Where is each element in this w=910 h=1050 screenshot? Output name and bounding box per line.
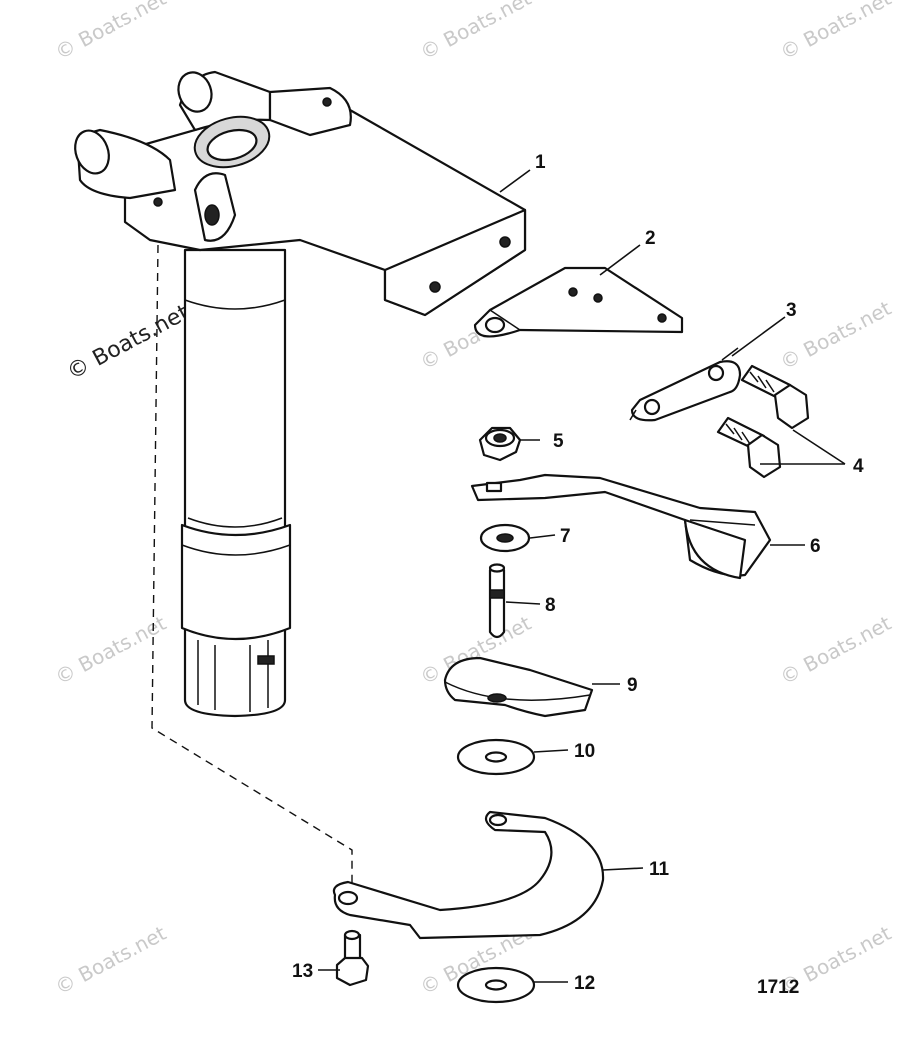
callout-9: 9 <box>627 675 638 696</box>
part-10-washer <box>456 738 536 776</box>
callout-6: 6 <box>810 536 821 557</box>
leader-lines <box>318 169 846 983</box>
callout-11: 11 <box>649 859 670 880</box>
alignment-dashed-line <box>151 244 353 895</box>
figure-number: 1712 <box>757 977 799 998</box>
part-4-bolts <box>716 364 810 479</box>
part-9-plate <box>443 656 594 718</box>
watermark: © Boats.net <box>416 0 535 64</box>
part-1-swivel-bracket <box>74 70 527 718</box>
part-12-washer <box>456 966 536 1004</box>
part-6-steering-arm <box>470 473 772 580</box>
callout-7: 7 <box>560 526 571 547</box>
callout-2: 2 <box>645 228 656 249</box>
watermark: © Boats.net <box>776 611 895 690</box>
part-5-lock-nut <box>478 426 522 462</box>
part-8-pin <box>488 563 506 639</box>
callout-labels: 1 2 3 4 5 6 7 8 9 10 11 12 13 <box>292 152 864 994</box>
callout-10: 10 <box>574 741 595 762</box>
callout-1: 1 <box>535 152 546 173</box>
watermark-dark: © Boats.net <box>63 300 194 385</box>
part-11-curved-bracket <box>332 810 605 940</box>
callout-3: 3 <box>786 300 797 321</box>
watermark: © Boats.net <box>51 0 170 64</box>
callout-13: 13 <box>292 961 313 982</box>
part-2-mounting-plate <box>473 266 684 338</box>
watermark: © Boats.net <box>776 0 895 64</box>
callout-12: 12 <box>574 973 595 994</box>
part-7-washer <box>479 523 531 553</box>
callout-8: 8 <box>545 595 556 616</box>
part-13-shoulder-bolt <box>335 929 370 987</box>
part-3-tab-washer <box>629 347 742 422</box>
watermark: © Boats.net <box>51 611 170 690</box>
watermark: © Boats.net <box>51 921 170 1000</box>
callout-4: 4 <box>853 456 864 477</box>
callout-5: 5 <box>553 431 564 452</box>
